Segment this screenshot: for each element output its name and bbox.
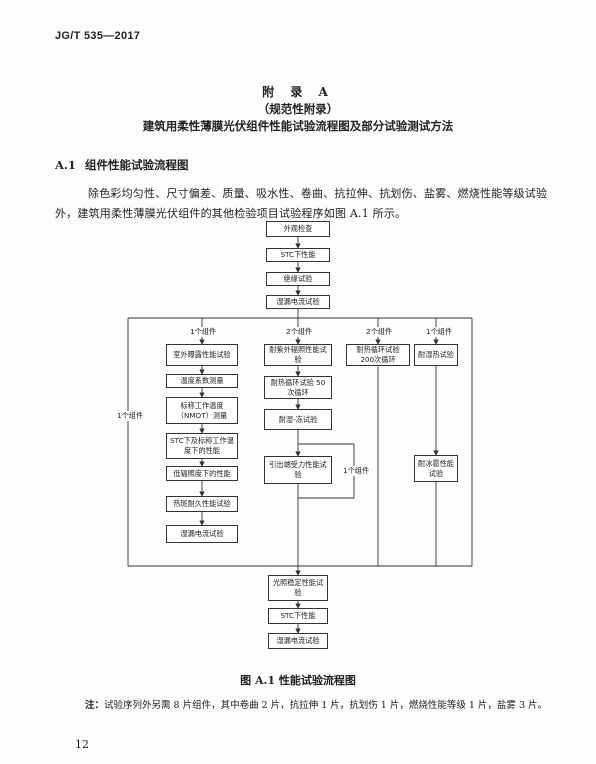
section-title-text: 组件性能试验流程图 bbox=[85, 158, 189, 172]
branch-label-left-bypass: 1个组件 bbox=[117, 411, 144, 421]
section-title: A.1 组件性能试验流程图 bbox=[55, 157, 189, 173]
branch-label-col4: 1个组件 bbox=[426, 327, 453, 337]
flow-box-insulation-test: 绝缘试验 bbox=[266, 272, 330, 286]
flow-box-wet-leakage-final: 湿漏电流试验 bbox=[268, 633, 328, 649]
note-text: 试验序列外另需 8 片组件，其中卷曲 2 片，抗拉伸 1 片，抗划伤 1 片，燃… bbox=[104, 700, 548, 711]
flow-box-stc-nmot-performance: STC下及标称工作温度下的性能 bbox=[166, 433, 238, 459]
flow-box-outdoor-exposure: 室外曝露性能试验 bbox=[166, 344, 238, 366]
flow-box-damp-heat: 耐湿热试验 bbox=[414, 344, 458, 366]
figure-caption: 图 A.1 性能试验流程图 bbox=[240, 674, 356, 687]
flow-box-light-soaking: 光照稳定性能试验 bbox=[268, 575, 328, 601]
branch-label-col2: 2个组件 bbox=[286, 327, 313, 337]
flow-box-visual-inspection: 外观检查 bbox=[266, 221, 330, 237]
flow-box-hot-spot: 热斑耐久性能试验 bbox=[166, 496, 238, 512]
flow-box-thermal-cycling-50: 耐热循环试验 50次循环 bbox=[264, 376, 332, 399]
intro-paragraph: 除色彩均匀性、尺寸偏差、质量、吸水性、卷曲、抗拉伸、抗划伤、盐雾、燃烧性能等级试… bbox=[55, 187, 548, 220]
branch-label-col3: 2个组件 bbox=[366, 327, 393, 337]
appendix-heading: 建筑用柔性薄膜光伏组件性能试验流程图及部分试验测试方法 bbox=[142, 119, 454, 133]
page-number: 12 bbox=[75, 738, 89, 751]
flow-box-nmot: 标称工作温度（NMOT）测量 bbox=[166, 397, 238, 424]
flow-box-thermal-cycling-200: 耐热循环试验 200次循环 bbox=[346, 344, 410, 366]
branch-label-col1: 1个组件 bbox=[190, 327, 217, 337]
flow-box-humidity-freeze: 耐湿-冻试验 bbox=[264, 409, 332, 430]
flow-box-wet-leakage-col1: 湿漏电流试验 bbox=[166, 525, 238, 543]
flow-box-stc-performance: STC下性能 bbox=[266, 248, 330, 262]
appendix-title: 附 录 A bbox=[262, 85, 334, 99]
branch-label-mid-bypass: 1个组件 bbox=[343, 466, 370, 476]
document-code: JG/T 535—2017 bbox=[55, 30, 141, 42]
flow-box-wet-leakage: 湿漏电流试验 bbox=[266, 295, 330, 309]
appendix-subtitle: （规范性附录） bbox=[257, 102, 339, 116]
note: 注：试验序列外另需 8 片组件，其中卷曲 2 片，抗拉伸 1 片，抗划伤 1 片… bbox=[85, 697, 547, 711]
flow-box-termination-robustness: 引出端受力性能试验 bbox=[264, 456, 332, 484]
section-number: A.1 bbox=[55, 158, 76, 172]
flow-box-uv-exposure: 耐紫外辐照性能试验 bbox=[264, 344, 332, 366]
flow-box-low-irradiance: 低辐照度下的性能 bbox=[166, 466, 238, 481]
flow-box-temp-coefficient: 温度系数测量 bbox=[166, 374, 238, 388]
note-label: 注： bbox=[85, 700, 105, 711]
flow-box-hail-test: 耐冰雹性能试验 bbox=[414, 455, 458, 482]
flow-box-stc-performance-final: STC下性能 bbox=[268, 608, 328, 624]
